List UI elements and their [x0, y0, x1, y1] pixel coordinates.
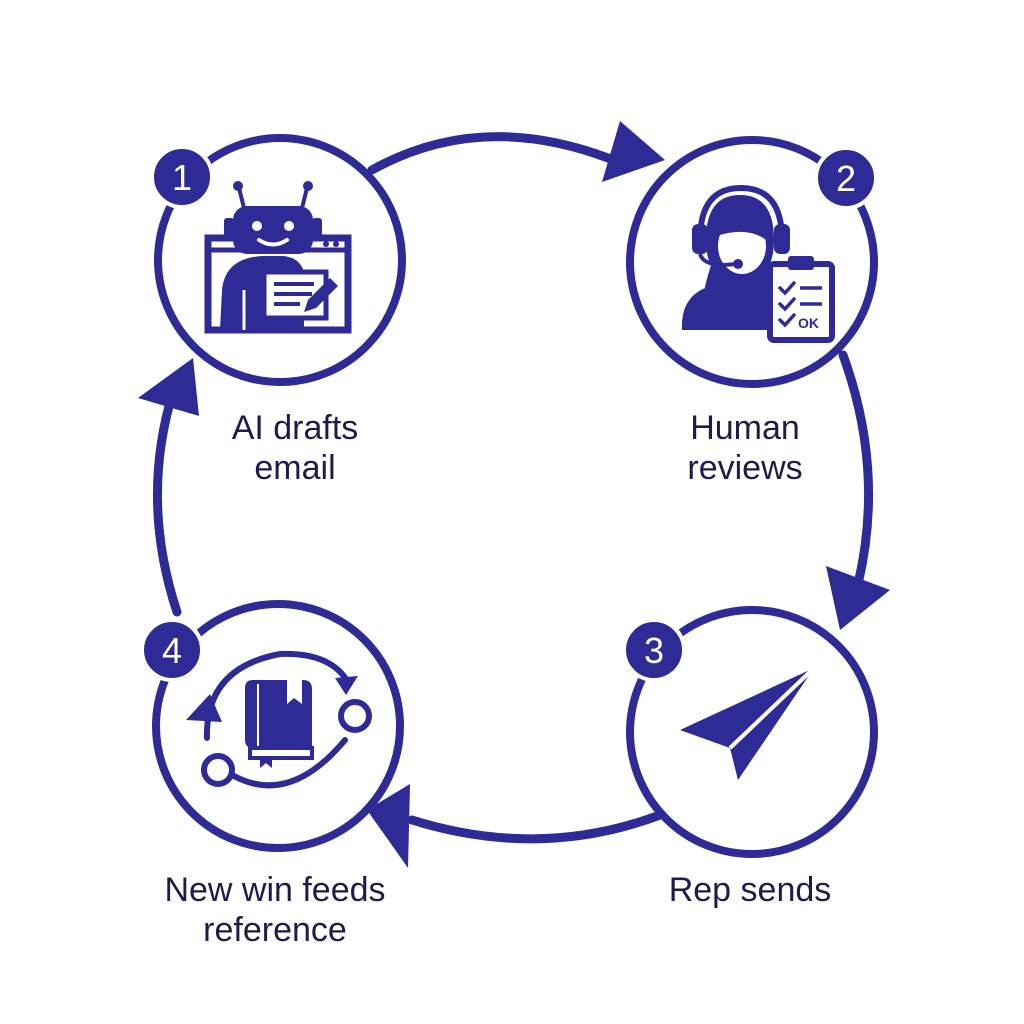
- step-1-badge: [150, 145, 214, 209]
- step-1-number: 1: [172, 157, 192, 198]
- step-2-label-line-2: reviews: [687, 449, 803, 487]
- arrowhead-to-2: [602, 121, 665, 182]
- arrowhead-to-3: [826, 566, 890, 630]
- step-4-label-line-2: reference: [203, 911, 347, 949]
- step-3-badge: [622, 618, 686, 682]
- arrowheads: [138, 121, 890, 868]
- paper-plane-send-icon: [680, 666, 816, 780]
- step-3-label: Rep sends: [615, 870, 885, 910]
- arrowhead-to-1: [138, 358, 199, 416]
- step-4-node: 4: [140, 600, 404, 852]
- step-4-label-line-1: New win feeds: [164, 871, 386, 909]
- step-4-label: New win feeds reference: [120, 870, 430, 950]
- step-1-node: 1: [150, 134, 406, 386]
- step-1-label: AI drafts email: [170, 408, 420, 488]
- step-1-label-line-2: email: [254, 449, 336, 487]
- step-4-badge: [140, 618, 204, 682]
- arrow-4-to-1: [153, 387, 182, 617]
- robot-drafting-document-icon: [204, 181, 352, 334]
- step-2-label: Human reviews: [620, 408, 870, 488]
- step-3-number: 3: [644, 630, 664, 671]
- clipboard-ok-text: OK: [798, 315, 819, 331]
- step-2-number: 2: [836, 158, 856, 199]
- step-2-node: OK 2: [626, 136, 878, 388]
- arrow-2-to-3: [838, 350, 874, 589]
- step-3-node: 3: [622, 606, 878, 858]
- step-2-badge: [814, 146, 878, 210]
- arrow-3-to-4: [407, 810, 665, 844]
- cycle-arrows: [153, 132, 874, 844]
- human-reviewer-headset-clipboard-icon: OK: [681, 184, 835, 343]
- step-2-label-line-1: Human: [690, 409, 800, 447]
- arrow-1-to-2: [367, 132, 613, 175]
- step-3-label-line-1: Rep sends: [668, 871, 832, 909]
- step-1-label-line-1: AI drafts: [231, 409, 359, 447]
- book-cycle-icon: [186, 650, 372, 789]
- arrowhead-to-4: [367, 784, 410, 868]
- step-4-number: 4: [162, 630, 182, 671]
